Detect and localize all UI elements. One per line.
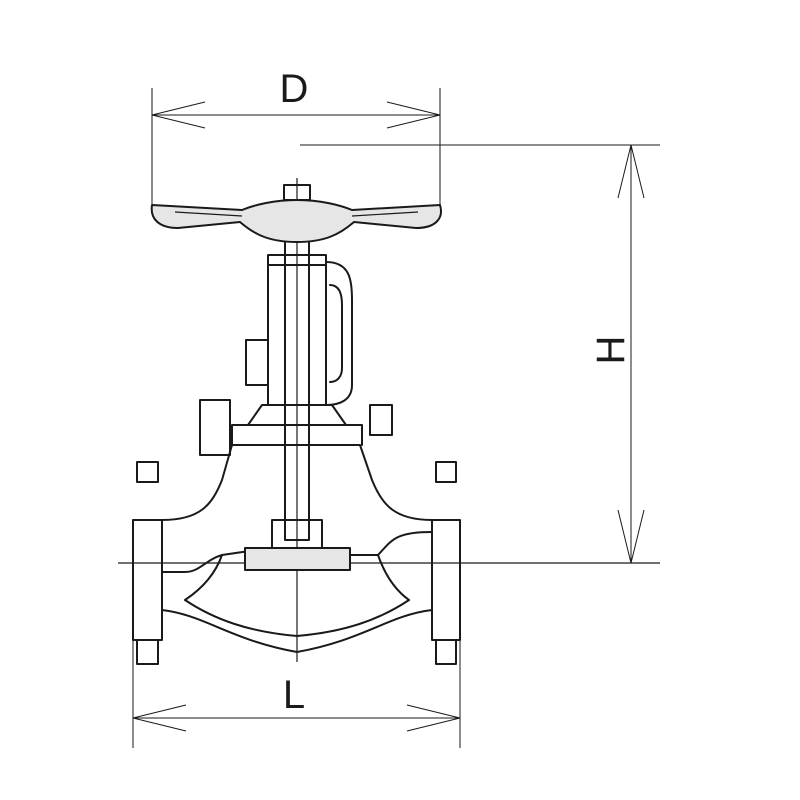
- bonnet-neck: [247, 404, 347, 426]
- h-arrow-top: [617, 144, 645, 199]
- handwheel-spoke-left: [174, 211, 243, 217]
- right-flange-bottom-bolt: [435, 639, 457, 665]
- valve-disc: [244, 547, 351, 571]
- seat-wall-left: [184, 554, 223, 601]
- handwheel: [150, 199, 442, 243]
- left-flange-bottom-bolt: [136, 639, 159, 665]
- dimension-d: D: [151, 67, 441, 205]
- yoke-arm: [325, 261, 353, 406]
- valve-body: [132, 444, 461, 665]
- disc-holder: [271, 519, 323, 549]
- body-upper-outline: [161, 444, 433, 521]
- left-flange: [132, 519, 163, 641]
- left-flange-top-bolt: [136, 461, 159, 483]
- l-arrow-left: [132, 704, 187, 732]
- right-flange: [431, 519, 461, 641]
- dimension-h: H: [300, 144, 660, 564]
- right-flange-top-bolt: [435, 461, 457, 483]
- yoke-nut: [267, 254, 327, 266]
- d-label: D: [280, 67, 309, 111]
- handwheel-spoke-right: [351, 211, 419, 217]
- l-arrow-right: [406, 704, 461, 732]
- yoke-arm-inner: [329, 284, 343, 383]
- gland-bolt: [245, 339, 269, 386]
- body-lower-outline: [161, 609, 433, 653]
- h-label: H: [589, 336, 633, 365]
- bonnet: [199, 254, 393, 456]
- bonnet-bolt-left: [199, 399, 231, 456]
- bonnet-flange: [231, 424, 363, 446]
- center-lines: [118, 178, 660, 662]
- d-arrow-left: [151, 101, 206, 129]
- lower-cavity: [184, 599, 410, 637]
- handwheel-rim: [150, 199, 442, 243]
- dimension-l: L: [132, 640, 461, 748]
- l-label: L: [283, 673, 305, 717]
- bonnet-bolt-right: [369, 404, 393, 436]
- seat-wall-right: [377, 554, 410, 601]
- d-arrow-right: [386, 101, 441, 129]
